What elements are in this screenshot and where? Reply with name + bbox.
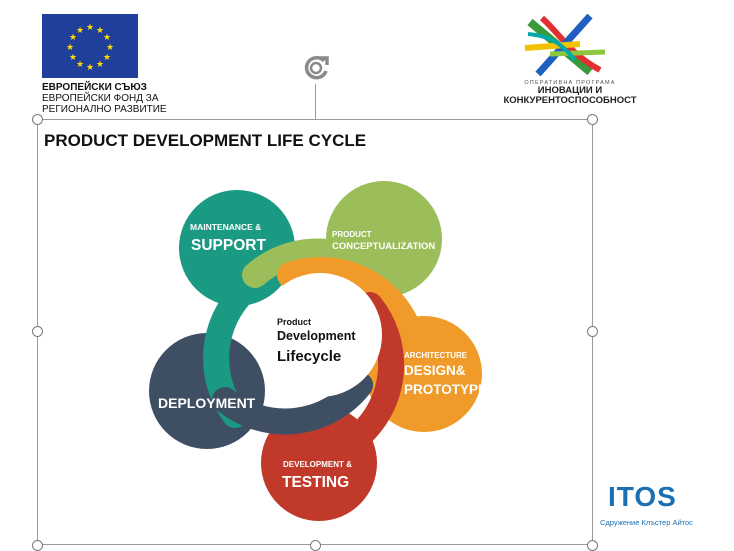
rotate-handle-stem <box>315 84 316 119</box>
svg-text:★: ★ <box>96 60 104 70</box>
center-circle <box>258 273 382 397</box>
svg-text:★: ★ <box>86 63 94 73</box>
rotate-handle-icon[interactable] <box>300 52 332 84</box>
svg-text:★: ★ <box>103 33 111 43</box>
center-line-1: Product <box>277 317 311 327</box>
testing-big-label: TESTING <box>282 474 349 491</box>
svg-text:★: ★ <box>103 53 111 63</box>
architecture-big-label: DESIGN& <box>404 363 466 378</box>
eu-line-3: РЕГИОНАЛНО РАЗВИТИЕ <box>42 104 167 115</box>
eu-line-1: ЕВРОПЕЙСКИ СЪЮЗ <box>42 82 147 93</box>
architecture-big-label-2: PROTOTYPE <box>404 382 487 397</box>
op-line-2: КОНКУРЕНТОСПОСОБНОСТ <box>503 95 637 106</box>
resize-handle-top-right[interactable] <box>587 114 598 125</box>
center-line-3: Lifecycle <box>277 348 341 365</box>
resize-handle-bottom-left[interactable] <box>32 540 43 551</box>
testing-small-label: DEVELOPMENT & <box>283 460 352 469</box>
eu-caption: ЕВРОПЕЙСКИ СЪЮЗ ЕВРОПЕЙСКИ ФОНД ЗА РЕГИО… <box>42 82 167 115</box>
svg-text:★: ★ <box>106 43 114 53</box>
itos-logo: ITOS Сдружение Клъстер Айтос <box>600 482 700 532</box>
eu-line-2: ЕВРОПЕЙСКИ ФОНД ЗА <box>42 93 159 104</box>
svg-text:★: ★ <box>76 60 84 70</box>
resize-handle-middle-left[interactable] <box>32 326 43 337</box>
architecture-small-label: ARCHITECTURE <box>404 351 468 360</box>
resize-handle-bottom-right[interactable] <box>587 540 598 551</box>
itos-logo-text: ITOS <box>608 481 677 512</box>
op-caption: ОПЕРАТИВНА ПРОГРАМА ИНОВАЦИИ И КОНКУРЕНТ… <box>500 80 640 106</box>
svg-text:★: ★ <box>76 26 84 36</box>
deployment-big-label: DEPLOYMENT <box>158 395 256 411</box>
svg-text:★: ★ <box>96 26 104 36</box>
lifecycle-diagram: Product Development Lifecycle MAINTENANC… <box>140 175 500 535</box>
resize-handle-top-left[interactable] <box>32 114 43 125</box>
svg-text:★: ★ <box>66 43 74 53</box>
conceptualization-small-label: PRODUCT <box>332 230 372 239</box>
maintenance-small-label: MAINTENANCE & <box>190 222 261 232</box>
slide-title: PRODUCT DEVELOPMENT LIFE CYCLE <box>44 131 367 150</box>
op-logo <box>520 13 610 80</box>
svg-text:★: ★ <box>86 23 94 33</box>
itos-caption: Сдружение Клъстер Айтос <box>600 518 693 527</box>
maintenance-big-label: SUPPORT <box>191 237 266 254</box>
center-line-2: Development <box>277 329 356 343</box>
op-line-1: ИНОВАЦИИ И <box>537 85 603 96</box>
conceptualization-big-label: CONCEPTUALIZATION <box>332 241 435 252</box>
resize-handle-bottom-center[interactable] <box>310 540 321 551</box>
svg-text:★: ★ <box>69 53 77 63</box>
eu-flag-logo: ★★★ ★★★ ★★★ ★★★ <box>42 14 138 78</box>
svg-text:★: ★ <box>69 33 77 43</box>
resize-handle-middle-right[interactable] <box>587 326 598 337</box>
op-small-text: ОПЕРАТИВНА ПРОГРАМА <box>524 80 616 86</box>
